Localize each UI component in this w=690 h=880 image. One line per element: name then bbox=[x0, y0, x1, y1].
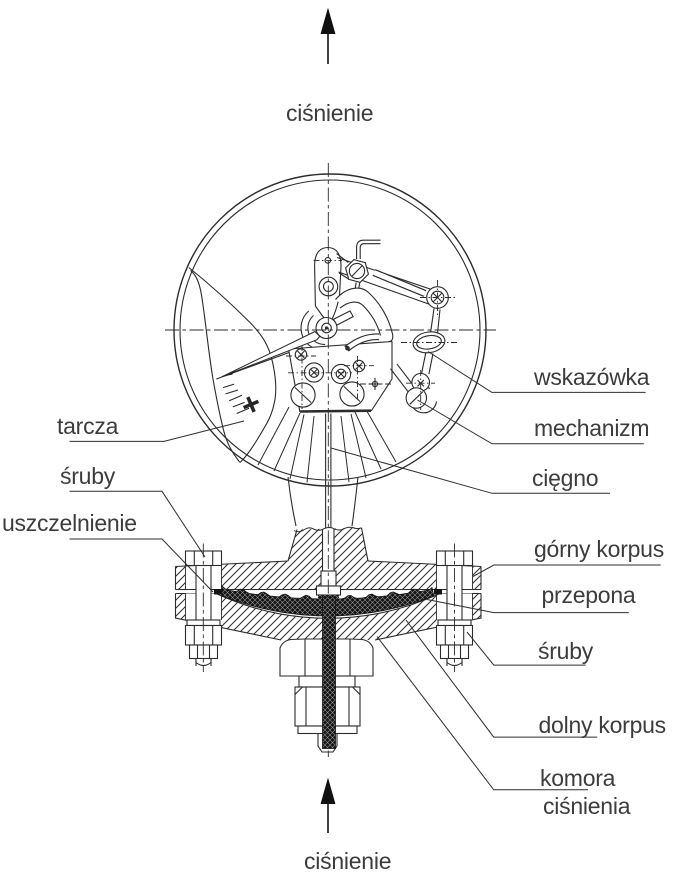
pointer-label: wskazówka bbox=[534, 363, 650, 390]
chamber-line1-label: komora bbox=[540, 765, 616, 791]
arrow-top-head bbox=[320, 7, 336, 34]
leader-sruby-right bbox=[466, 631, 586, 666]
bolt-right bbox=[435, 550, 474, 667]
pressure-arrows bbox=[320, 7, 336, 833]
leader-mechanizm bbox=[417, 399, 644, 445]
break-line bbox=[293, 526, 362, 533]
lower-flange-section bbox=[175, 593, 481, 640]
needle-tip bbox=[221, 371, 234, 377]
leader-uszczelnienie bbox=[69, 538, 214, 593]
mechanism-assembly bbox=[287, 239, 449, 571]
screw-center-marks bbox=[286, 259, 458, 410]
seal-label: uszczelnienie bbox=[2, 510, 137, 536]
needle-tail bbox=[332, 310, 354, 326]
seal-left bbox=[214, 589, 222, 595]
leader-przepona bbox=[426, 599, 629, 614]
leader-komora-cisnienia bbox=[376, 636, 588, 791]
case-neck bbox=[287, 476, 359, 527]
arrow-bottom-head bbox=[320, 777, 336, 804]
leader-ciegno bbox=[330, 447, 610, 494]
diaphragm-and-chamber bbox=[214, 584, 442, 749]
leader-lines bbox=[69, 351, 661, 791]
pressure-chamber-stem bbox=[322, 596, 336, 749]
leader-dolny-korpus bbox=[405, 619, 598, 738]
diaphragm-label: przepona bbox=[541, 581, 636, 608]
mechanism-label: mechanizm bbox=[534, 415, 650, 441]
chamber-line2-label: ciśnienia bbox=[543, 792, 631, 819]
dial-support-spokes bbox=[257, 405, 397, 483]
screws-right-label: śruby bbox=[538, 637, 593, 664]
pressure-bottom-label: ciśnienie bbox=[304, 848, 392, 874]
link-label: cięgno bbox=[532, 465, 599, 491]
leader-gorny-korpus bbox=[472, 564, 661, 577]
leader-wskazowka bbox=[427, 351, 646, 393]
upper-body-label: górny korpus bbox=[534, 536, 664, 562]
centerlines bbox=[165, 163, 496, 757]
lower-body-label: dolny korpus bbox=[538, 712, 667, 738]
dial-label: tarcza bbox=[57, 412, 119, 439]
leader-sruby-left bbox=[69, 490, 206, 558]
screws-left-label: śruby bbox=[60, 462, 115, 489]
seal-right bbox=[434, 589, 442, 595]
leader-tarcza bbox=[69, 420, 245, 442]
pressure-top-label: ciśnienie bbox=[286, 100, 374, 126]
